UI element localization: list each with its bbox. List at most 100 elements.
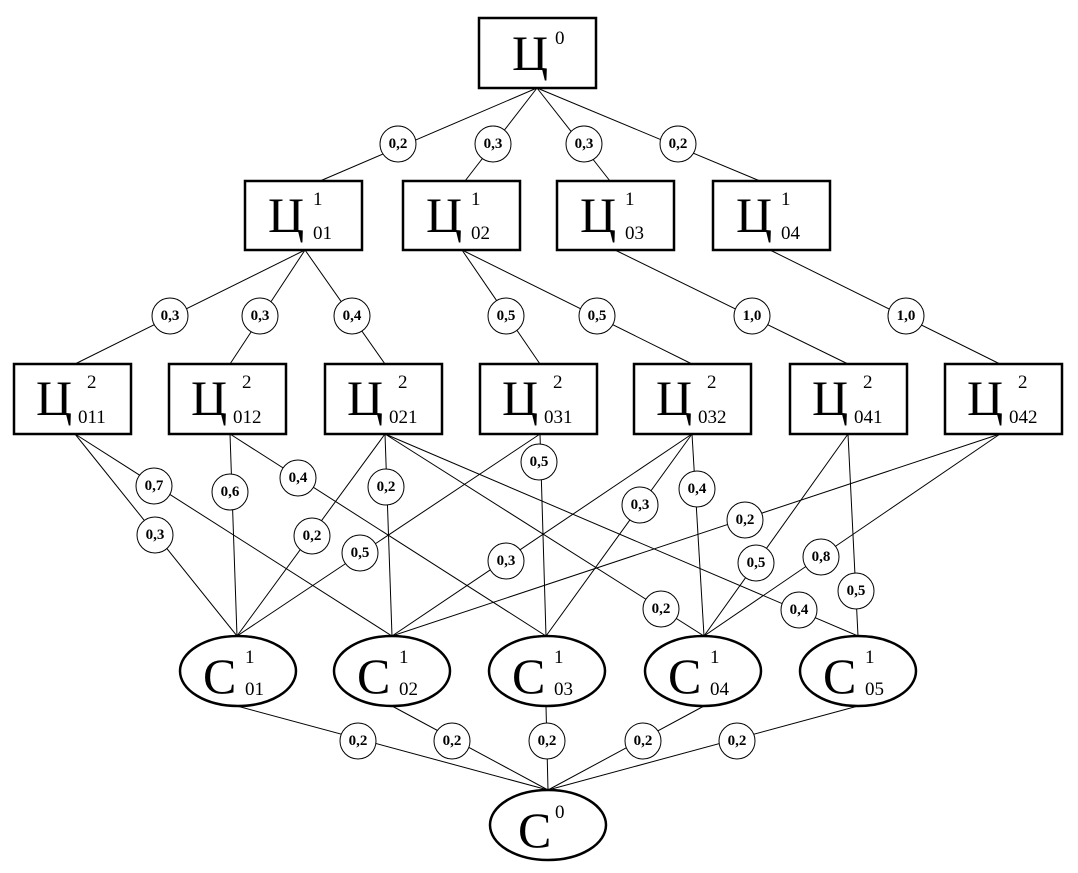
- node-superscript: 1: [471, 189, 481, 210]
- weight-c032-s03: 0,3: [621, 486, 659, 524]
- svg-text:0,2: 0,2: [669, 136, 688, 152]
- node-main-letter: Ц: [580, 187, 616, 243]
- edge-c031-s01: [236, 433, 541, 637]
- node-subscript: 021: [389, 407, 418, 428]
- svg-text:0,4: 0,4: [289, 470, 308, 486]
- svg-text:0,4: 0,4: [688, 481, 707, 497]
- goal-node-c031: Ц 2 031: [478, 362, 599, 436]
- edge-c032-s02: [391, 433, 693, 637]
- node-main-letter: С: [357, 648, 390, 704]
- weight-c032-s02: 0,3: [487, 542, 525, 580]
- svg-text:0,3: 0,3: [161, 308, 180, 324]
- edges-level-2: [74, 249, 1001, 365]
- node-subscript: 04: [781, 223, 801, 244]
- svg-text:0,5: 0,5: [497, 308, 516, 324]
- node-subscript: 03: [625, 223, 644, 244]
- svg-text:0,3: 0,3: [146, 527, 165, 543]
- svg-text:0,2: 0,2: [634, 733, 653, 749]
- node-subscript: 05: [865, 679, 884, 700]
- weight-c042-s02: 0,2: [726, 501, 764, 539]
- svg-text:0,7: 0,7: [145, 478, 164, 494]
- node-main-letter: Ц: [426, 187, 462, 243]
- weight-c021-s04: 0,2: [642, 590, 680, 628]
- node-subscript: 02: [399, 679, 418, 700]
- weight-c011-s01: 0,3: [136, 516, 174, 554]
- node-main-letter: С: [518, 802, 551, 858]
- node-superscript: 2: [707, 372, 717, 393]
- weight-c031-s01: 0,5: [341, 534, 379, 572]
- svg-text:0,3: 0,3: [575, 136, 594, 152]
- edge-c012-s01: [229, 433, 238, 637]
- edge-c042-s02: [391, 433, 1001, 637]
- weight-c02-c032: 0,5: [578, 297, 616, 335]
- node-subscript: 012: [233, 407, 262, 428]
- node-subscript: 042: [1009, 407, 1038, 428]
- svg-text:0,2: 0,2: [736, 512, 755, 528]
- node-subscript: 041: [854, 407, 883, 428]
- node-main-letter: С: [668, 648, 701, 704]
- svg-text:0,5: 0,5: [351, 545, 370, 561]
- goal-node-c0: Ц 0: [477, 16, 598, 90]
- svg-text:1,0: 1,0: [743, 308, 762, 324]
- goal-node-c042: Ц 2 042: [943, 362, 1064, 436]
- svg-text:1,0: 1,0: [897, 308, 916, 324]
- weight-c04-c042: 1,0: [887, 297, 925, 335]
- node-main-letter: Ц: [36, 370, 72, 426]
- edge-s01-s0: [236, 705, 549, 791]
- node-subscript: 032: [698, 407, 727, 428]
- node-subscript: 01: [245, 679, 264, 700]
- goal-node-c021: Ц 2 021: [323, 362, 444, 436]
- svg-text:0,2: 0,2: [389, 136, 408, 152]
- node-subscript: 03: [554, 679, 573, 700]
- weight-c032-s04: 0,4: [678, 470, 716, 508]
- node-subscript: 011: [78, 407, 106, 428]
- node-superscript: 1: [554, 647, 564, 668]
- node-superscript: 1: [710, 647, 720, 668]
- weight-c021-s02: 0,2: [367, 468, 405, 506]
- svg-text:0,2: 0,2: [728, 733, 747, 749]
- weight-c042-s04: 0,8: [802, 538, 840, 576]
- node-superscript: 2: [863, 372, 873, 393]
- node-main-letter: Ц: [656, 370, 692, 426]
- svg-text:0,5: 0,5: [847, 583, 866, 599]
- node-subscript: 01: [313, 223, 332, 244]
- edge-c0-c01: [319, 87, 538, 182]
- edge-c021-s05: [384, 433, 859, 637]
- weight-c01-c021: 0,4: [333, 297, 371, 335]
- node-main-letter: Ц: [502, 370, 538, 426]
- goal-node-c02: Ц 1 02: [401, 179, 522, 252]
- node-superscript: 0: [555, 802, 565, 823]
- weight-c01-c012: 0,3: [241, 297, 279, 335]
- weight-c0-c02: 0,3: [474, 125, 512, 163]
- svg-text:0,3: 0,3: [484, 136, 503, 152]
- node-subscript: 02: [471, 223, 490, 244]
- node-superscript: 1: [781, 189, 791, 210]
- node-subscript: 04: [710, 679, 730, 700]
- goal-node-c012: Ц 2 012: [167, 362, 288, 436]
- weight-c041-s05: 0,5: [837, 572, 875, 610]
- edge-c032-s03: [545, 433, 693, 637]
- weight-s02-s0: 0,2: [433, 722, 471, 760]
- weight-c01-c011: 0,3: [151, 297, 189, 335]
- node-main-letter: Ц: [736, 187, 772, 243]
- goal-node-c01: Ц 1 01: [243, 179, 364, 252]
- goal-node-c03: Ц 1 03: [555, 179, 676, 252]
- node-superscript: 1: [245, 647, 255, 668]
- weight-c0-c04: 0,2: [659, 125, 697, 163]
- weight-s05-s0: 0,2: [718, 722, 756, 760]
- svg-text:0,4: 0,4: [790, 602, 809, 618]
- weight-c02-c031: 0,5: [487, 297, 525, 335]
- goal-node-c011: Ц 2 011: [12, 362, 133, 436]
- node-main-letter: С: [823, 648, 856, 704]
- node-superscript: 1: [625, 189, 635, 210]
- weight-c0-c03: 0,3: [565, 125, 603, 163]
- svg-text:0,5: 0,5: [747, 555, 766, 571]
- edge-c04-c042: [769, 249, 1001, 365]
- svg-text:0,6: 0,6: [221, 484, 240, 500]
- edge-c03-c041: [614, 249, 849, 365]
- weight-c041-s04: 0,5: [737, 544, 775, 582]
- weights: 0,2 0,3 0,3 0,2 0,3 0,3 0,4 0,5 0,5 1,0 …: [135, 125, 925, 760]
- node-main-letter: Ц: [347, 370, 383, 426]
- node-main-letter: Ц: [967, 370, 1003, 426]
